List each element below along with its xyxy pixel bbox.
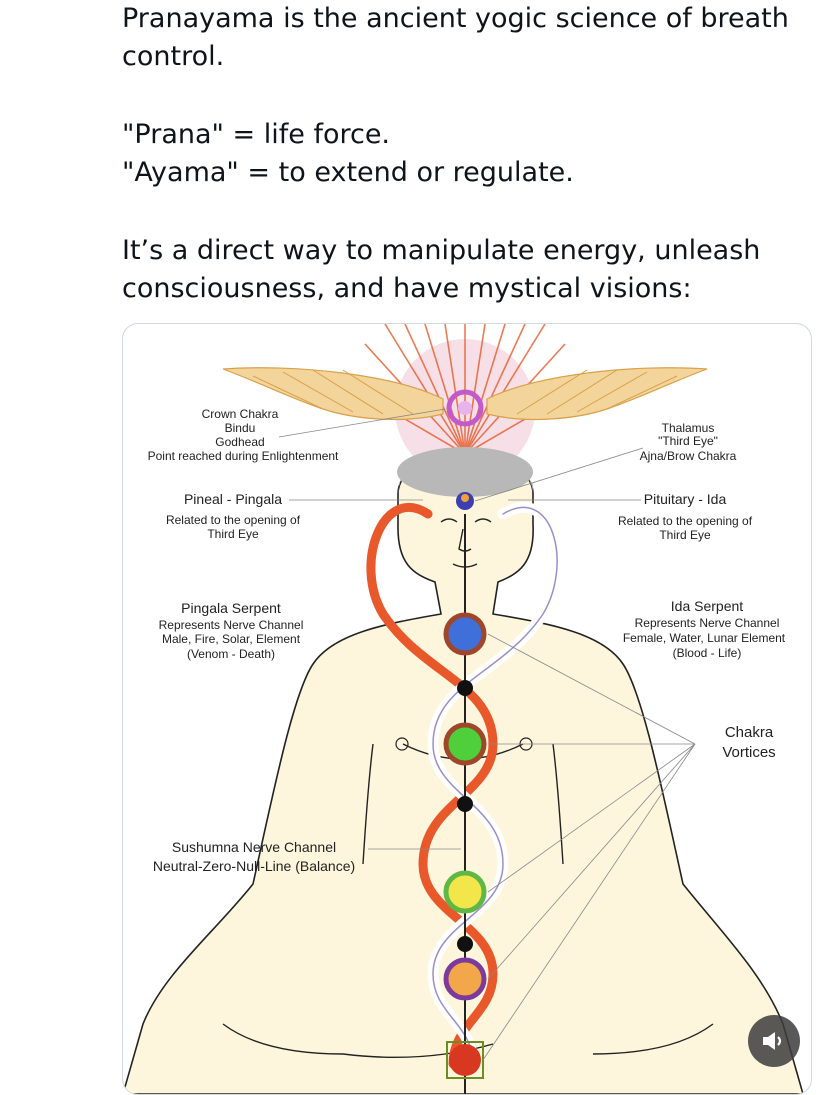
serpents (366, 502, 563, 1070)
crown-label-4: Point reached during Enlightenment (148, 449, 339, 463)
speaker-icon (763, 1032, 782, 1050)
ida-label-2: Represents Nerve Channel (635, 616, 780, 630)
crown-label-3: Godhead (215, 435, 264, 449)
vortices-label-2: Vortices (722, 744, 775, 761)
pituitary-label-3: Third Eye (659, 528, 711, 542)
vortices-label-1: Chakra (725, 724, 774, 741)
sacral-chakra-icon (443, 957, 487, 1001)
media-card[interactable]: Crown Chakra Bindu Godhead Point reached… (122, 323, 812, 1095)
leader-lines (278, 408, 696, 1061)
pituitary-label-1: Pituitary - Ida (644, 491, 727, 507)
throat-chakra-icon (443, 612, 487, 656)
crown-label-2: Bindu (225, 421, 256, 435)
pituitary-label-2: Related to the opening of (618, 514, 753, 528)
thalamus-label-2: "Third Eye" (658, 434, 718, 448)
pingala-label-1: Pingala Serpent (181, 600, 281, 616)
post-line-1: Pranayama is the ancient yogic science o… (122, 3, 789, 72)
solar-chakra-icon (443, 870, 487, 914)
pineal-label-3: Third Eye (207, 527, 259, 541)
crown-label-1: Crown Chakra (202, 407, 279, 421)
post-line-2: "Prana" = life force. (122, 119, 391, 150)
root-chakra-icon (449, 1044, 481, 1076)
ida-label-1: Ida Serpent (671, 598, 743, 614)
pingala-label-2: Represents Nerve Channel (159, 618, 304, 632)
chakra-diagram: Crown Chakra Bindu Godhead Point reached… (123, 324, 804, 1094)
pingala-label-4: (Venom - Death) (187, 647, 275, 661)
post-text: Pranayama is the ancient yogic science o… (122, 0, 802, 308)
pineal-label-1: Pineal - Pingala (184, 491, 282, 507)
post-line-4: It’s a direct way to manipulate energy, … (122, 235, 761, 304)
pineal-label-2: Related to the opening of (166, 513, 301, 527)
sushumna-label-1: Sushumna Nerve Channel (172, 839, 336, 855)
post-line-3: "Ayama" = to extend or regulate. (122, 157, 574, 188)
sound-toggle-button[interactable] (748, 1015, 800, 1067)
ida-label-4: (Blood - Life) (673, 646, 742, 660)
thalamus-label-1: Thalamus (662, 421, 715, 435)
pingala-label-3: Male, Fire, Solar, Element (162, 632, 301, 646)
crown-chakra-icon (446, 389, 484, 427)
figure (123, 455, 804, 1094)
thalamus-label-3: Ajna/Brow Chakra (640, 449, 737, 463)
heart-chakra-icon (443, 722, 487, 766)
ida-label-3: Female, Water, Lunar Element (623, 631, 786, 645)
sushumna-label-2: Neutral-Zero-Null-Line (Balance) (153, 858, 355, 874)
